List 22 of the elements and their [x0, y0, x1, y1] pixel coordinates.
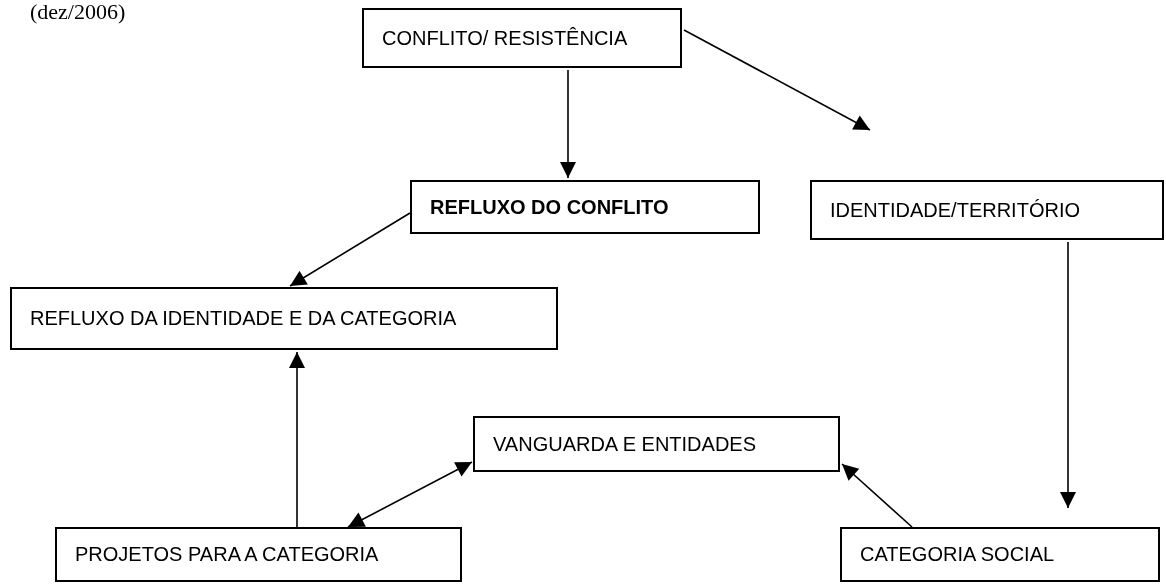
process-box — [55, 527, 462, 582]
date-note: (dez/2006) — [30, 0, 126, 25]
arrow — [289, 212, 411, 287]
process-box — [810, 180, 1164, 240]
process-box — [362, 8, 682, 68]
arrow — [1060, 241, 1076, 509]
process-box — [473, 416, 840, 472]
process-box — [410, 180, 760, 234]
arrow — [841, 463, 913, 528]
node-label: PROJETOS PARA A CATEGORIA — [75, 543, 379, 566]
arrow — [560, 69, 576, 179]
process-box — [840, 527, 1160, 582]
node-label: VANGUARDA E ENTIDADES — [493, 432, 757, 456]
node-label: REFLUXO DA IDENTIDADE E DA CATEGORIA — [30, 307, 457, 330]
node-label: REFLUXO DO CONFLITO — [430, 195, 669, 219]
node-label: IDENTIDADE/TERRITÓRIO — [830, 198, 1080, 222]
arrow — [289, 351, 305, 528]
node-label: CATEGORIA SOCIAL — [860, 543, 1055, 566]
arrow — [347, 461, 473, 528]
arrow — [683, 29, 871, 131]
node-label: CONFLITO/ RESISTÊNCIA — [382, 26, 628, 50]
process-box — [10, 287, 558, 350]
